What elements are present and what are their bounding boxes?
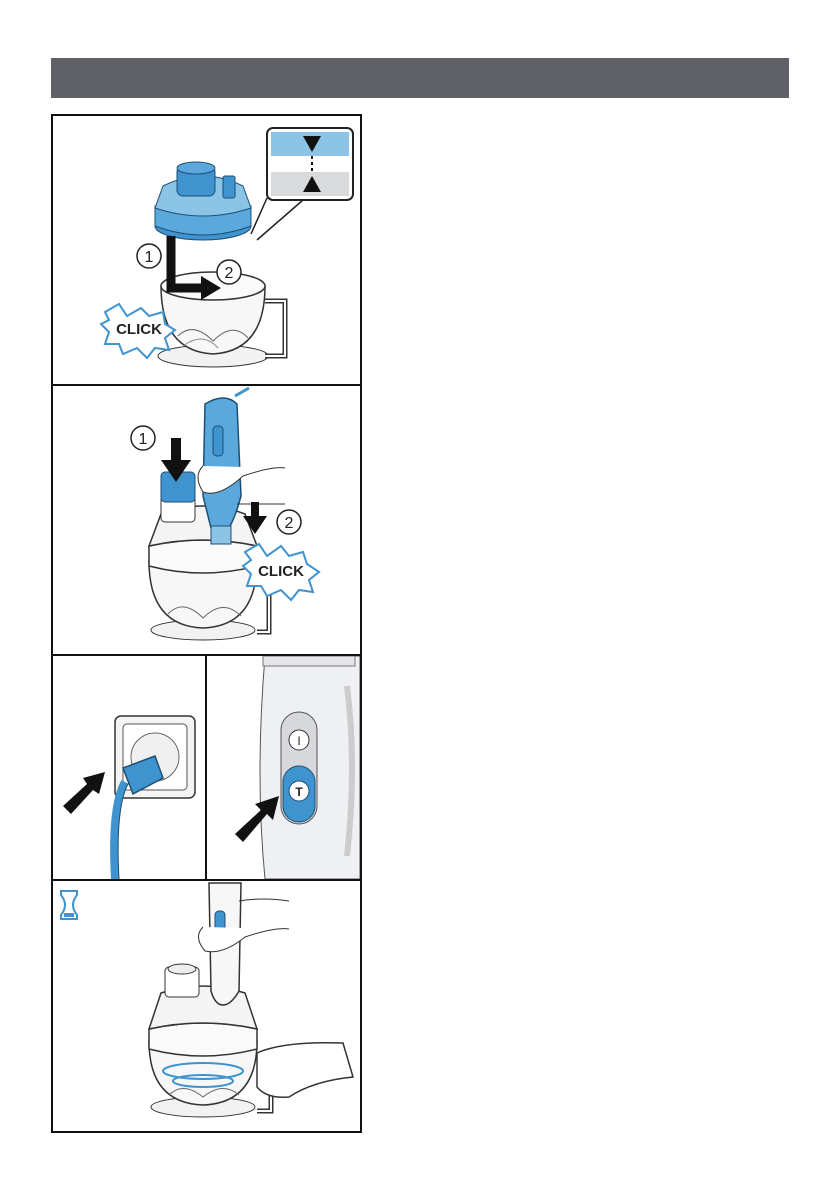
svg-text:CLICK: CLICK <box>258 563 304 580</box>
button-view: I T <box>207 656 360 879</box>
svg-text:T: T <box>295 785 303 799</box>
svg-text:2: 2 <box>225 265 234 282</box>
rotate-arrow-icon <box>171 236 221 300</box>
hand <box>257 1043 353 1098</box>
panel-assemble-lid: 1 2 CLICK <box>53 116 360 386</box>
panel-chop <box>53 881 360 1131</box>
push-arrow-icon <box>63 772 105 814</box>
svg-text:I: I <box>297 734 300 748</box>
section-header-bar <box>51 58 789 98</box>
step-2-marker: 2 <box>217 260 241 284</box>
svg-text:1: 1 <box>139 431 148 448</box>
click-burst: CLICK <box>243 544 319 600</box>
power-button-icon: I <box>289 730 309 750</box>
step-2-marker: 2 <box>277 510 301 534</box>
hourglass-icon <box>61 891 77 919</box>
svg-text:CLICK: CLICK <box>116 321 162 338</box>
click-burst: CLICK <box>101 304 175 358</box>
panel-attach-motor: 1 2 CLICK <box>53 386 360 656</box>
step-1-marker: 1 <box>137 244 161 268</box>
plug-socket-view <box>53 656 205 879</box>
alignment-arrows-icon <box>251 128 353 240</box>
chopper-lid <box>149 964 257 1056</box>
hand-blender-motor <box>198 883 289 1005</box>
chopper-lid <box>155 162 251 240</box>
instruction-panels: 1 2 CLICK <box>51 114 362 1133</box>
svg-text:1: 1 <box>145 249 154 266</box>
step-1-marker: 1 <box>131 426 155 450</box>
svg-text:2: 2 <box>285 515 294 532</box>
turbo-button-icon: T <box>283 766 315 822</box>
panel-plug-and-press: I T <box>53 656 360 881</box>
